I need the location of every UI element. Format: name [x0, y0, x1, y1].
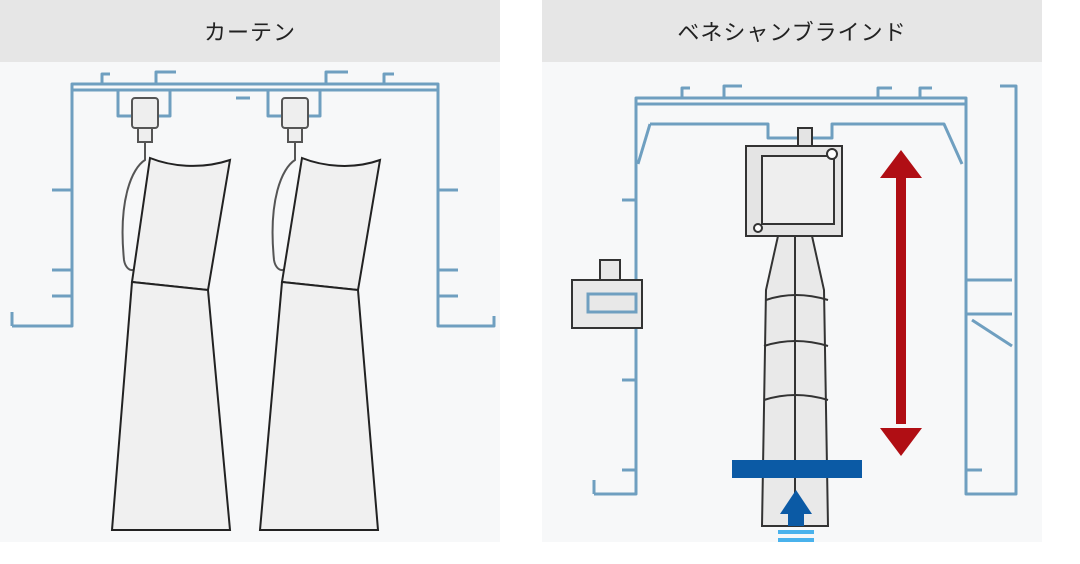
venetian-panel: ベネシャンブラインド: [542, 0, 1042, 564]
venetian-headbox: [745, 127, 843, 237]
height-arrow-icon: [880, 150, 922, 456]
curtain-panel: カーテン: [0, 0, 500, 564]
barrier-bar-icon: [732, 460, 862, 478]
curtain-fabric-left: [110, 156, 232, 531]
venetian-cassette-frame: [592, 84, 1018, 496]
venetian-wall-bracket: [571, 259, 643, 329]
venetian-title: ベネシャンブラインド: [542, 0, 1042, 62]
venetian-diagram: [542, 62, 1042, 542]
airflow-arrow-icon: [778, 490, 814, 542]
curtain-runner-right: [271, 97, 309, 271]
curtain-diagram: [0, 62, 500, 542]
curtain-title: カーテン: [0, 0, 500, 62]
venetian-slat-stack: [760, 235, 830, 527]
curtain-fabric-right: [258, 156, 382, 531]
